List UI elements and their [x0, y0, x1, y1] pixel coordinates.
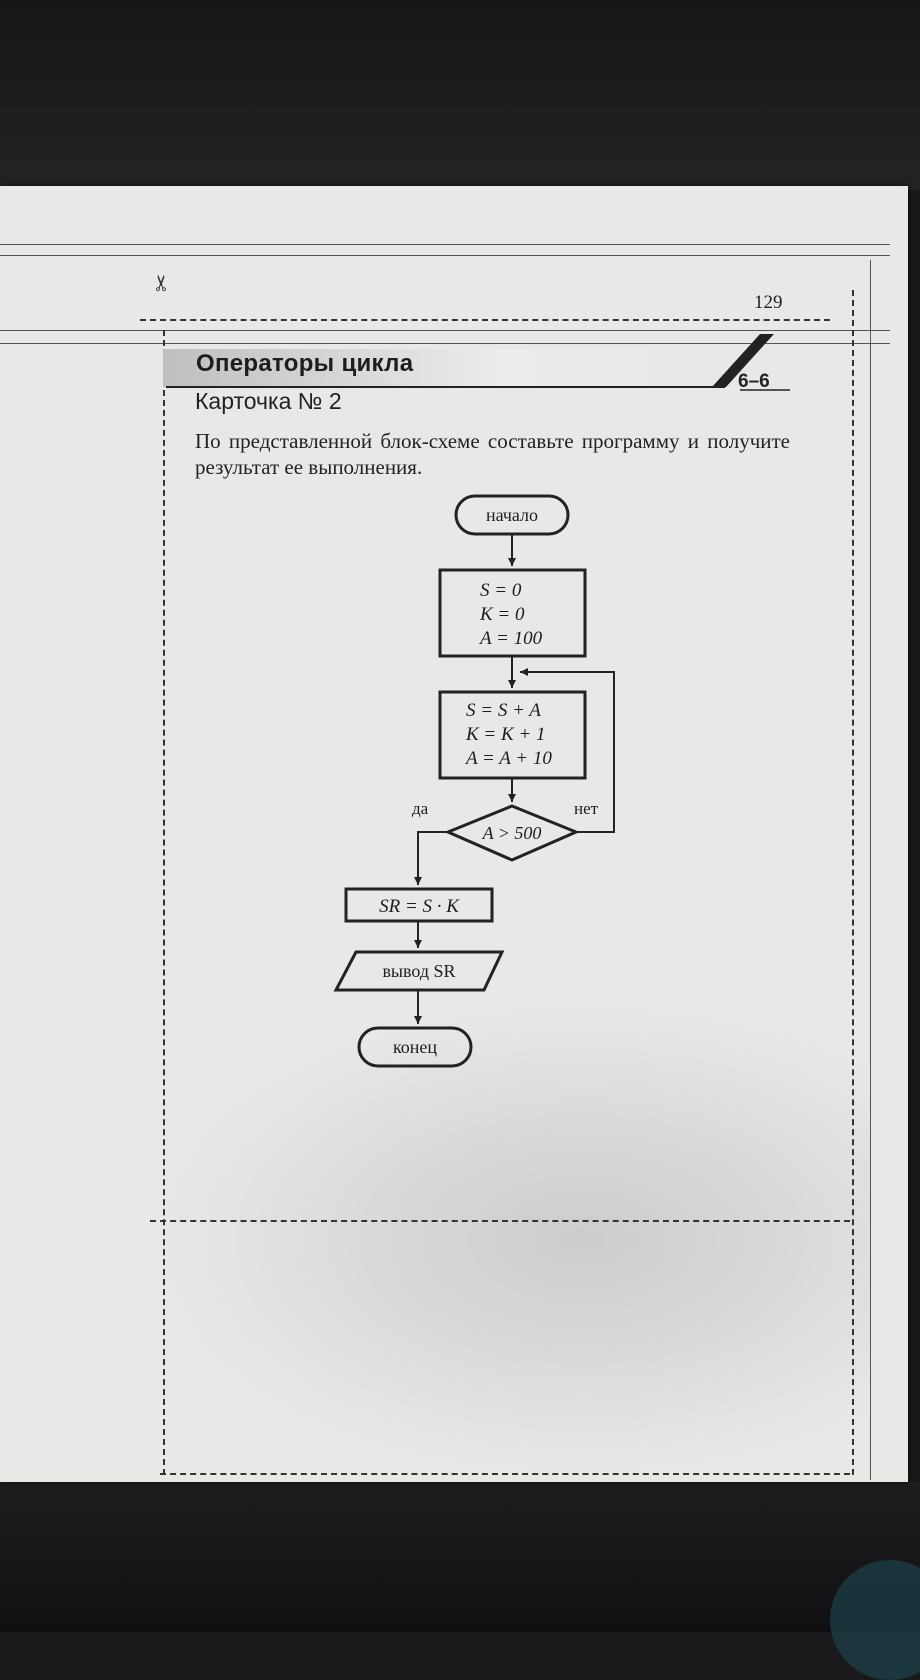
section-code: 6–6 — [738, 371, 770, 392]
header-rule — [0, 255, 890, 256]
loop-line-3: A = A + 10 — [464, 748, 552, 769]
output-parallelogram — [333, 950, 505, 992]
background-top — [0, 0, 920, 190]
arrow — [414, 831, 448, 885]
end-label: конец — [393, 1037, 437, 1057]
loop-back-arrow — [520, 668, 615, 833]
card-title: Карточка № 2 — [195, 388, 342, 414]
cut-line-top — [140, 319, 830, 321]
condition-diamond — [444, 804, 580, 862]
output-label: вывод SR — [382, 961, 455, 981]
yes-label: да — [412, 799, 429, 818]
photocopy-shade — [150, 1000, 870, 1480]
header-rule — [0, 244, 890, 245]
page-number: 129 — [754, 292, 783, 313]
background-bottom — [0, 1482, 920, 1632]
section-title: Операторы цикла — [196, 350, 414, 377]
margin-rule — [870, 260, 871, 1480]
loop-line-1: S = S + A — [466, 700, 541, 721]
end-terminal — [357, 1026, 473, 1068]
cut-line-bottom — [160, 1473, 850, 1475]
condition-label: A > 500 — [482, 823, 542, 843]
cut-line-middle — [150, 1220, 850, 1222]
cut-line-left — [163, 330, 165, 1475]
loop-line-2: K = K + 1 — [465, 724, 546, 745]
start-label: начало — [486, 505, 538, 525]
section-title-bar — [163, 349, 723, 387]
header-rule — [0, 330, 890, 331]
cut-line-right — [852, 290, 854, 1475]
title-slash — [166, 334, 790, 391]
flowchart: начало S = 0 K = 0 A = 100 S = S + A K =… — [333, 494, 615, 1068]
init-line-3: A = 100 — [478, 628, 543, 649]
init-line-2: K = 0 — [479, 604, 525, 625]
compute-label: SR = S · K — [379, 896, 460, 917]
header-rule — [0, 343, 890, 344]
no-label: нет — [574, 799, 599, 818]
task-text: По представленной блок-схеме составьте п… — [195, 429, 790, 479]
init-line-1: S = 0 — [480, 580, 522, 601]
